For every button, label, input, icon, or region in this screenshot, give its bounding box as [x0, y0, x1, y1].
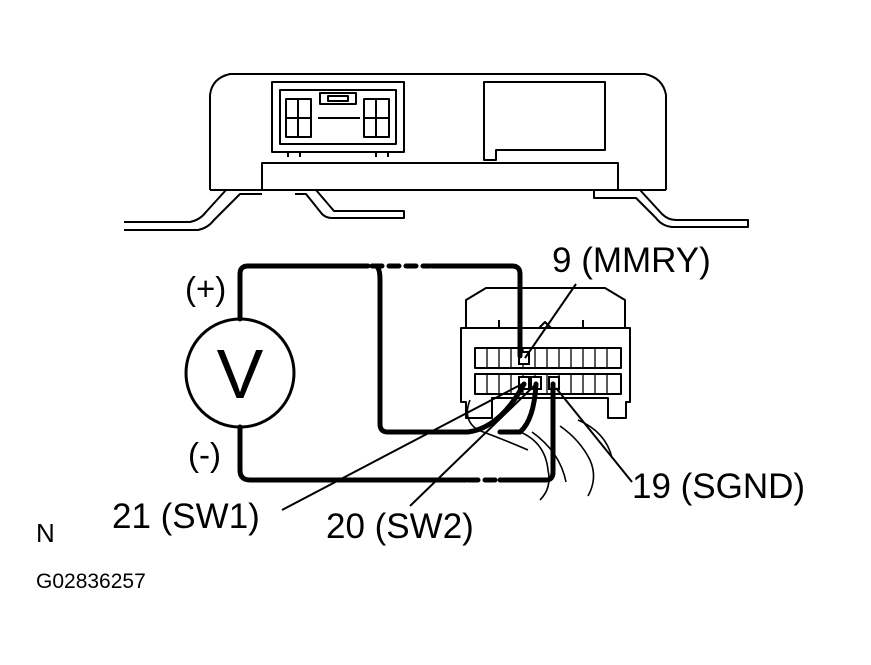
test-leads	[237, 263, 556, 483]
voltmeter: V	[184, 317, 296, 429]
wire-harness-bundle	[466, 399, 613, 501]
terminal-label-sgnd: 19 (SGND)	[632, 467, 805, 506]
harness-connector	[460, 287, 631, 419]
positive-lead	[237, 263, 371, 322]
connector-lock-tab	[538, 321, 552, 329]
positive-lead-far	[429, 263, 523, 359]
leader-sw1	[281, 382, 525, 511]
figure-code: G02836257	[36, 570, 146, 593]
sw2-lead	[497, 381, 539, 435]
mounting-bracket-center	[295, 189, 405, 219]
leader-lines	[281, 283, 633, 511]
leader-mmry	[524, 283, 577, 359]
footer-marker: N	[36, 518, 55, 548]
terminal-label-sw2: 20 (SW2)	[326, 507, 474, 546]
negative-lead	[237, 424, 469, 483]
control-unit-body	[209, 73, 667, 190]
control-unit	[124, 73, 749, 231]
connector-cavity-row-upper	[474, 347, 622, 369]
terminal-label-mmry: 9 (MMRY)	[552, 241, 711, 280]
unit-connector-right	[483, 81, 606, 161]
positive-terminal-label: (+)	[185, 270, 226, 307]
negative-lead-far	[497, 381, 556, 483]
connector-cavity-row-lower	[474, 373, 622, 395]
unit-connector-left	[271, 81, 405, 157]
terminal-label-sw1: 21 (SW1)	[112, 497, 260, 536]
mounting-bracket-left	[124, 189, 262, 231]
negative-terminal-label: (-)	[188, 436, 221, 473]
connector-cavity-dividers	[486, 348, 608, 394]
leader-sw2	[409, 383, 537, 507]
leader-sgnd	[555, 387, 633, 483]
sw1-lead	[373, 263, 527, 435]
harness-connector-shell	[460, 287, 631, 419]
control-unit-base-plate	[261, 162, 619, 190]
mounting-bracket-right	[593, 189, 749, 228]
voltmeter-symbol: V	[217, 335, 264, 413]
